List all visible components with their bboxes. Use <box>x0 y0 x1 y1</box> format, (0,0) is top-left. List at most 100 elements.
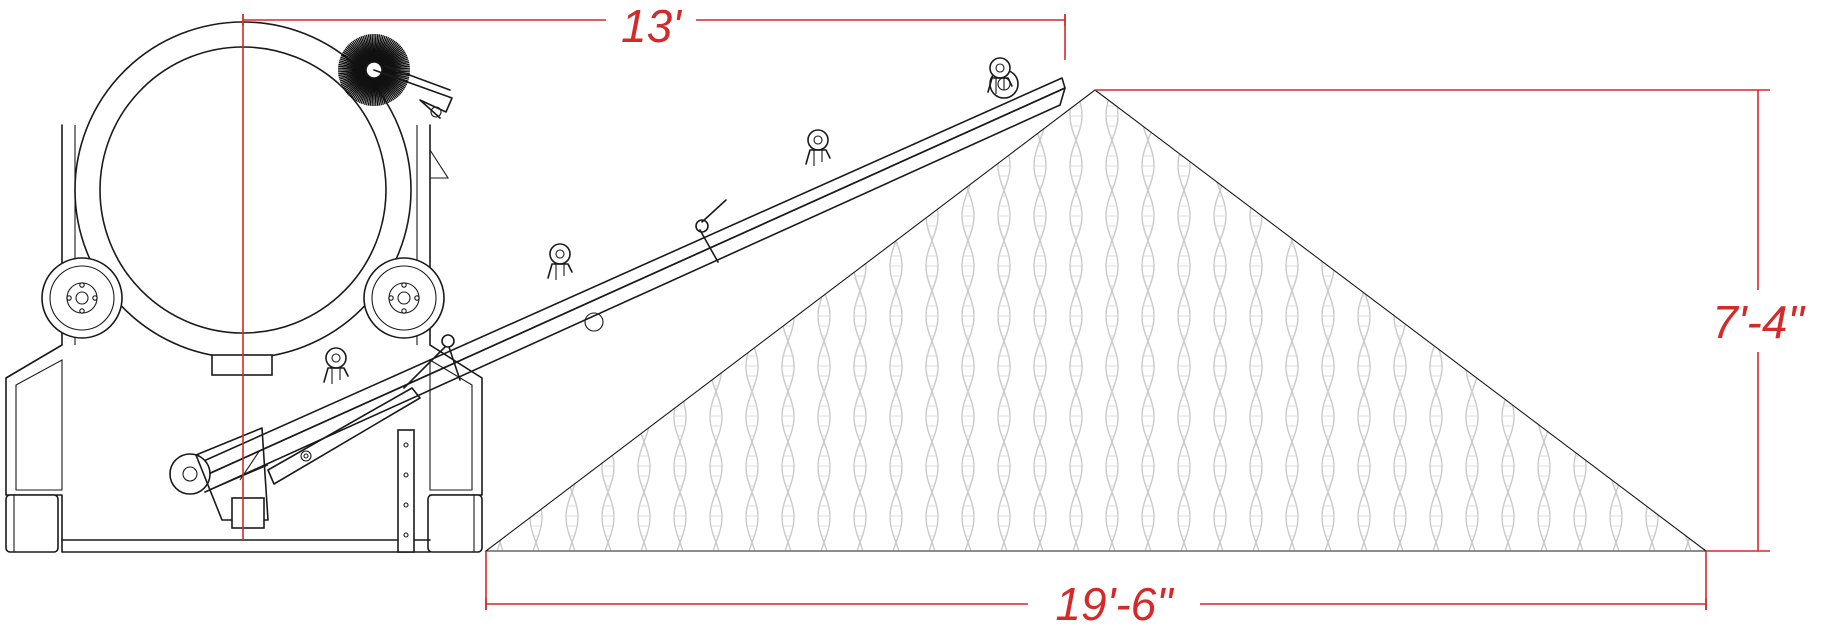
conveyor <box>169 69 1066 529</box>
pile-texture-strand <box>565 90 579 551</box>
brush-bristle <box>374 34 381 63</box>
brush-bristle <box>362 77 373 105</box>
brush-bristle <box>379 74 403 94</box>
brush-bristle <box>381 54 408 68</box>
pile-texture-strand <box>493 90 507 551</box>
brush-bristle <box>377 38 393 64</box>
height-dimension: 7'-4" <box>1095 89 1806 552</box>
brush-bristle <box>379 45 402 66</box>
brush-bristle <box>360 77 372 104</box>
brush-bristle <box>344 48 368 66</box>
brush-bristle <box>339 58 367 69</box>
pile-texture-strand <box>565 90 579 551</box>
brush-bristle <box>374 77 379 106</box>
idler-bracket-icon <box>323 347 349 384</box>
brush-bristle <box>364 35 373 63</box>
brush-bristle <box>343 73 368 91</box>
machine-frame <box>5 124 483 553</box>
pile-texture-strand <box>529 90 543 551</box>
brush-bristle <box>381 71 410 79</box>
brush-bristle <box>377 37 391 64</box>
pile-texture-strand <box>1141 90 1155 551</box>
brush-bristle <box>381 65 410 70</box>
brush-bristle <box>381 70 410 77</box>
pile-texture-strand <box>1645 90 1659 551</box>
brush-bristle <box>353 39 371 64</box>
brush-bristle <box>369 34 374 63</box>
brush-bristle <box>376 36 388 63</box>
pile-texture-strand <box>997 90 1011 551</box>
right-roller <box>363 257 445 339</box>
brush-bristle <box>378 75 399 98</box>
brush-bristle <box>357 76 371 103</box>
pile-texture-strand <box>997 90 1011 551</box>
length-label: 13' <box>621 0 683 52</box>
brush-bristle <box>360 36 372 63</box>
brush-bristle <box>338 61 367 69</box>
pile-texture-strand <box>1105 90 1119 551</box>
brush-bristle <box>338 70 367 75</box>
brush-bristle <box>352 76 370 100</box>
pile-texture-strand <box>529 90 543 551</box>
pile-texture <box>493 90 1695 551</box>
brush-bristle <box>376 77 388 104</box>
height-label: 7'-4" <box>1712 296 1806 348</box>
pile-texture-strand <box>1177 90 1191 551</box>
brush-bristle <box>355 76 371 102</box>
brush-bristle <box>375 35 384 63</box>
pile-texture-strand <box>1033 90 1047 551</box>
brush-bristle <box>374 34 379 63</box>
pile-texture-strand <box>1681 90 1695 551</box>
brush-bristle <box>339 60 367 69</box>
width-dimension: 19'-6" <box>485 551 1707 627</box>
brush-bristle <box>378 41 398 65</box>
pile-texture-strand <box>1645 90 1659 551</box>
pile-texture-strand <box>1141 90 1155 551</box>
brush-bristle <box>367 77 374 106</box>
idler-bracket-icon <box>987 57 1013 94</box>
pile-texture-strand <box>493 90 507 551</box>
pile-texture-strand <box>1681 90 1695 551</box>
brush-bristle <box>375 77 383 106</box>
length-dimension: 13' <box>242 0 1066 540</box>
brush-bristle <box>340 72 367 84</box>
brush-bristle <box>380 74 404 92</box>
brush-bristle <box>339 71 367 80</box>
pile-texture-strand <box>1105 90 1119 551</box>
brush-bristle <box>374 77 381 106</box>
brush-bristle <box>378 75 398 99</box>
brush-bristle <box>338 70 367 77</box>
brush-bristle <box>349 42 370 65</box>
brush-bristle <box>377 76 395 101</box>
material-pile <box>484 89 1708 552</box>
brush-bristle <box>381 67 411 71</box>
brush-bristle <box>345 74 369 94</box>
left-roller <box>41 257 123 339</box>
brush-bristle <box>340 72 367 86</box>
brush-bristle <box>350 75 370 99</box>
brush-bristle <box>362 35 373 63</box>
brush-bristle <box>339 71 367 82</box>
brush-bristle <box>380 73 407 87</box>
brush-bristle <box>338 63 367 70</box>
brush-bristle <box>381 71 409 80</box>
brush-bristle <box>364 77 373 105</box>
brush-bristle <box>378 40 396 64</box>
brush-bristle <box>377 76 393 102</box>
brush-bristle <box>345 46 369 66</box>
brush-bristle <box>380 49 405 67</box>
brush-bristle <box>342 73 368 89</box>
brush-bristle <box>369 77 374 106</box>
brush-bristle <box>367 34 374 63</box>
drum-hopper <box>41 21 453 376</box>
brush-bristle <box>375 35 386 63</box>
brush-assembly <box>337 33 453 179</box>
brush-bristle <box>338 65 367 70</box>
pile-texture-strand <box>1033 90 1047 551</box>
brush-bristle <box>381 63 410 70</box>
brush-bristle <box>365 77 373 106</box>
brush-bristle <box>365 34 373 63</box>
brush-bristle <box>346 74 369 95</box>
idler-brackets <box>323 57 1013 384</box>
brush-bristle <box>341 53 368 67</box>
